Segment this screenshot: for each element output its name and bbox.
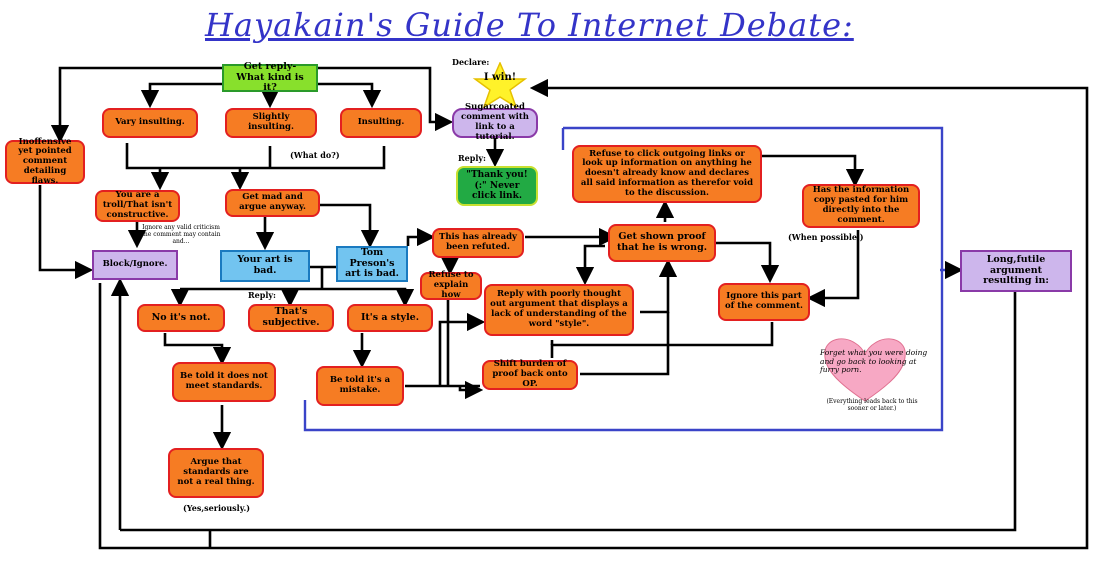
node-info-pasted: Has the information copy pasted for him … [802,184,920,228]
heart-icon [824,338,906,402]
node-block-ignore: Block/Ignore. [92,250,178,280]
chart-title: Hayakain's Guide To Internet Debate: [205,6,854,44]
node-argue-standards: Argue that standards are not a real thin… [168,448,264,498]
node-thats-subjective: That's subjective. [248,304,334,332]
label-ignore-valid: Ignore any valid criticism the comment m… [141,224,221,246]
node-already-refuted: This has already been refuted. [432,228,524,258]
label-everything-leads: (Everything leads back to this sooner or… [826,398,918,413]
label-yes-seriously: (Yes,seriously.) [183,503,251,513]
node-refuse-explain: Refuse to explain how [420,270,482,300]
node-vary-insulting: Vary insulting. [102,108,198,138]
node-your-art-bad: Your art is bad. [220,250,310,282]
node-get-mad: Get mad and argue anyway. [225,189,320,217]
node-you-are-troll: You are a troll/That isn't constructive. [95,190,180,222]
node-inoffensive: Inoffensive yet pointed comment detailin… [5,137,85,186]
node-be-told-mistake: Be told it's a mistake. [316,366,404,406]
node-get-reply: Get reply- What kind is it? [222,61,318,93]
node-its-a-style: It's a style. [347,304,433,332]
heart-caption: Forget what you were doing and go back t… [820,348,928,375]
node-shift-burden: Shift burden of proof back onto OP. [482,359,578,390]
star-icon [472,62,528,108]
node-be-told-standards: Be told it does not meet standards. [172,362,276,402]
node-slightly-insulting: Slightly insulting. [225,108,317,138]
node-get-shown-proof: Get shown proof that he is wrong. [608,224,716,262]
label-when-possible: (When possible.) [788,232,864,242]
node-reply-poorly: Reply with poorly thought out argument t… [484,284,634,336]
node-insulting: Insulting. [340,108,422,138]
node-tom-preson: Tom Preson's art is bad. [336,246,408,282]
label-what-do: (What do?) [290,150,340,160]
label-reply-2: Reply: [248,290,276,300]
node-thank-you: "Thank you! (:" Never click link. [456,166,538,206]
node-refuse-links: Refuse to click outgoing links or look u… [572,145,762,203]
node-sugarcoated: Sugarcoated comment with link to a tutor… [452,103,538,142]
win-text: I win! [483,72,517,83]
label-reply-1: Reply: [458,153,486,163]
node-ignore-part: Ignore this part of the comment. [718,283,810,321]
node-long-futile: Long,futile argument resulting in: [960,250,1072,292]
label-declare: Declare: [452,57,490,67]
node-no-its-not: No it's not. [137,304,225,332]
